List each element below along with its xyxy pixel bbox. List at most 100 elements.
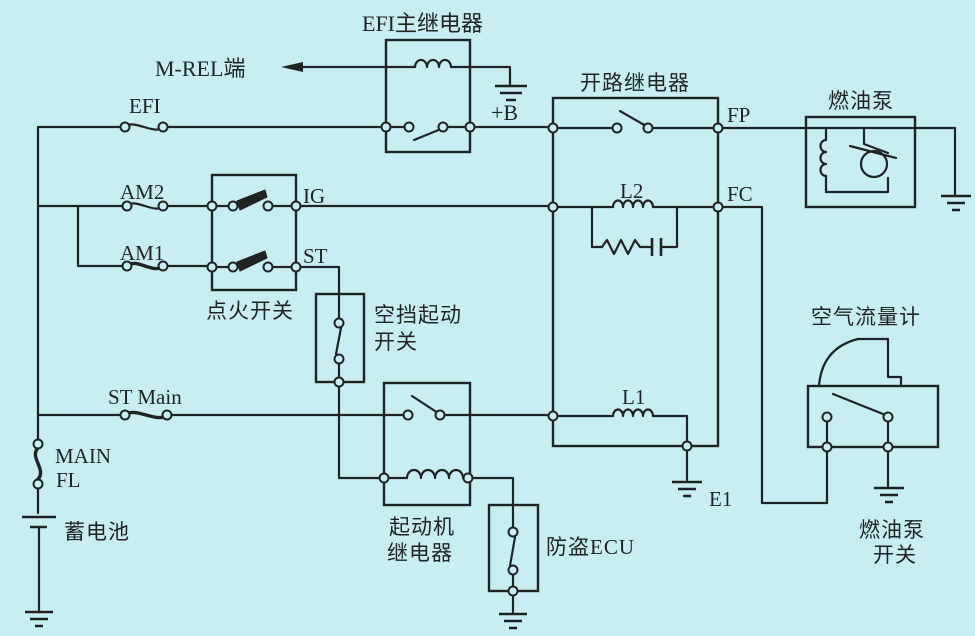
- fuel-pump-box: [804, 115, 917, 209]
- battery-ground-icon: [25, 610, 53, 628]
- label-fuel-pump-switch-line1: 燃油泵: [859, 518, 925, 542]
- terminal: [206, 200, 218, 212]
- wire-l1-row: [551, 414, 689, 448]
- label-ignition-switch: 点火开关: [206, 299, 294, 323]
- efi-main-relay-box: [384, 38, 472, 154]
- l1-coil-symbol: [611, 408, 655, 418]
- ignition-switch-box: [210, 173, 298, 292]
- terminal: [121, 200, 133, 212]
- label-efi-main-relay: EFI主继电器: [362, 11, 483, 36]
- pump-ground-icon: [941, 194, 971, 212]
- pump-housing-left: [862, 126, 890, 155]
- wire-coil-to-ground: [449, 65, 512, 86]
- terminal: [821, 441, 833, 453]
- starter-relay-switch-blade: [410, 394, 440, 415]
- label-am1-fuse: AM1: [120, 241, 164, 265]
- terminal: [32, 478, 44, 490]
- label-fp-terminal: FP: [727, 103, 750, 127]
- terminal: [157, 121, 169, 133]
- terminal: [882, 441, 894, 453]
- terminal: [462, 472, 474, 484]
- wire-nss-to-starter-coil: [337, 380, 386, 480]
- label-st-main-fuse: ST Main: [108, 385, 182, 409]
- label-e1-terminal: E1: [709, 487, 732, 511]
- fc-junction: [712, 201, 724, 213]
- terminal: [642, 122, 654, 134]
- label-ig-terminal: IG: [303, 184, 325, 208]
- terminal: [157, 260, 169, 272]
- l2-coil-symbol: [611, 199, 655, 209]
- terminal: [333, 317, 345, 329]
- ecu-switch-blade: [508, 535, 517, 568]
- terminal: [227, 261, 239, 273]
- cor-switch-blade: [618, 109, 648, 128]
- fuel-pump-switch-wiper: [831, 392, 885, 416]
- vane-arc: [817, 337, 860, 388]
- label-circuit-opening-relay: 开路继电器: [580, 71, 690, 95]
- ecu-ground-icon: [499, 612, 527, 630]
- terminal: [402, 409, 414, 421]
- efi-relay-ground-icon: [495, 84, 527, 102]
- e1-junction: [681, 440, 693, 452]
- terminal: [206, 261, 218, 273]
- label-fc-terminal: FC: [727, 182, 753, 206]
- terminal: [378, 472, 390, 484]
- terminal: [882, 411, 894, 423]
- efi-relay-coil: [413, 58, 453, 69]
- terminal: [262, 200, 274, 212]
- resistor-zigzag: [600, 238, 654, 256]
- label-fuel-pump-switch-line2: 开关: [873, 543, 917, 567]
- label-m-rel-terminal: M-REL端: [155, 56, 245, 81]
- terminal: [157, 200, 169, 212]
- terminal: [403, 121, 415, 133]
- label-neutral-start-line2: 开关: [374, 330, 418, 354]
- label-plus-b-terminal: +B: [491, 100, 518, 125]
- label-anti-theft-ecu: 防盗ECU: [546, 535, 635, 559]
- wire-starter-coil-to-ecu: [461, 476, 515, 529]
- fp-junction: [712, 122, 724, 134]
- fuel-pump-coil: [819, 138, 828, 178]
- label-starter-relay-line2: 继电器: [387, 541, 453, 565]
- terminal: [333, 376, 345, 388]
- label-l1-coil: L1: [622, 385, 645, 409]
- label-l2-coil: L2: [620, 179, 643, 203]
- wire-fc-to-fuel-pump-switch: [716, 205, 829, 505]
- label-battery: 蓄电池: [64, 520, 130, 544]
- terminal: [121, 260, 133, 272]
- terminal: [290, 200, 302, 212]
- wire-rc-branch-left: [590, 205, 604, 249]
- terminal: [507, 564, 519, 576]
- terminal: [434, 409, 446, 421]
- terminal: [262, 261, 274, 273]
- terminal: [227, 200, 239, 212]
- terminals: [32, 121, 894, 597]
- neutral-start-switch: [314, 292, 386, 480]
- starter-relay: [382, 381, 550, 529]
- label-starter-relay-line1: 起动机: [389, 515, 455, 539]
- circuit-opening-relay-box: [551, 96, 720, 448]
- main-fl-fusible-link: [33, 446, 43, 481]
- label-air-flow-meter: 空气流量计: [811, 305, 921, 329]
- air-flow-meter: [806, 337, 940, 504]
- vane-stem: [886, 337, 903, 388]
- ig-switch-blade: [236, 189, 268, 211]
- wire-pump-to-ground: [913, 126, 957, 196]
- m-rel-arrowhead-icon: [281, 62, 303, 72]
- wire-st-to-neutral-switch: [294, 265, 341, 320]
- labels: M-REL端 EFI主继电器 EFI AM2 AM1 IG ST 点火开关 空挡…: [55, 11, 925, 567]
- e1-ground-icon: [672, 480, 702, 498]
- starter-relay-box: [382, 381, 472, 507]
- switch-ground-icon: [874, 486, 904, 504]
- battery-branch: [22, 125, 56, 628]
- label-fuel-pump: 燃油泵: [828, 89, 894, 113]
- air-flow-meter-box: [806, 384, 940, 449]
- circuit-opening-relay: [551, 96, 720, 498]
- label-st-terminal: ST: [303, 244, 328, 268]
- label-main-fl-line1: MAIN: [55, 444, 111, 468]
- terminal: [161, 409, 173, 421]
- terminal: [119, 121, 131, 133]
- terminal: [119, 409, 131, 421]
